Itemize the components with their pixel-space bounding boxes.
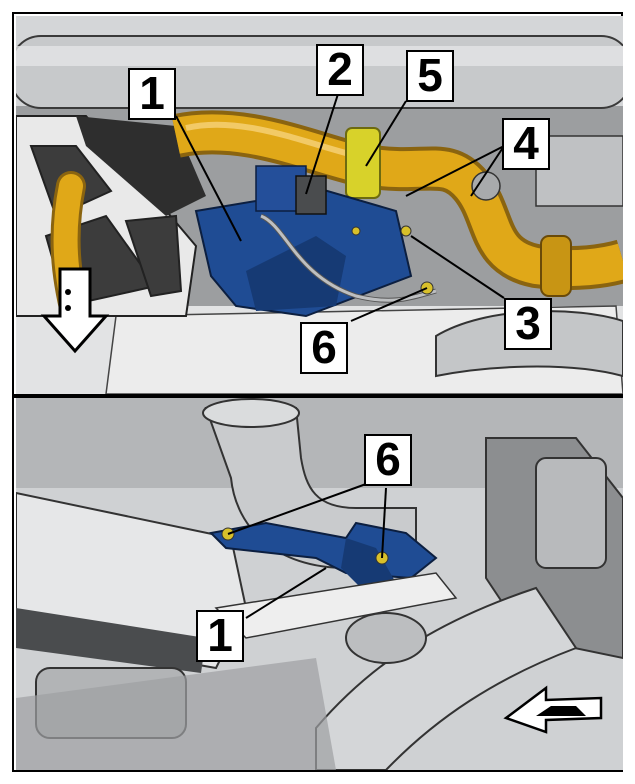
blue-engine-bracket (194, 165, 413, 318)
bottom-engine-illustration (16, 398, 623, 770)
callout-1-top: 1 (128, 68, 176, 120)
vehicle-direction-icon (503, 685, 603, 734)
panel-divider (14, 394, 621, 398)
bottom-detail-panel: 6 1 (16, 398, 623, 770)
callout-6-top: 6 (300, 322, 348, 374)
hose-clamp (345, 127, 381, 199)
callout-5: 5 (406, 50, 454, 102)
callout-2: 2 (316, 44, 364, 96)
illustration-frame: 1 2 5 4 3 6 (12, 12, 623, 772)
callout-6-bottom: 6 (364, 434, 412, 486)
top-detail-panel: 1 2 5 4 3 6 (16, 16, 623, 394)
callout-3: 3 (504, 298, 552, 350)
callout-4: 4 (502, 118, 550, 170)
callout-1-bottom: 1 (196, 610, 244, 662)
bottom-leader-lines (227, 483, 387, 619)
direction-down-arrow-icon (40, 267, 110, 354)
blue-engine-bracket-bottom (208, 521, 438, 588)
top-leader-lines (175, 93, 505, 322)
